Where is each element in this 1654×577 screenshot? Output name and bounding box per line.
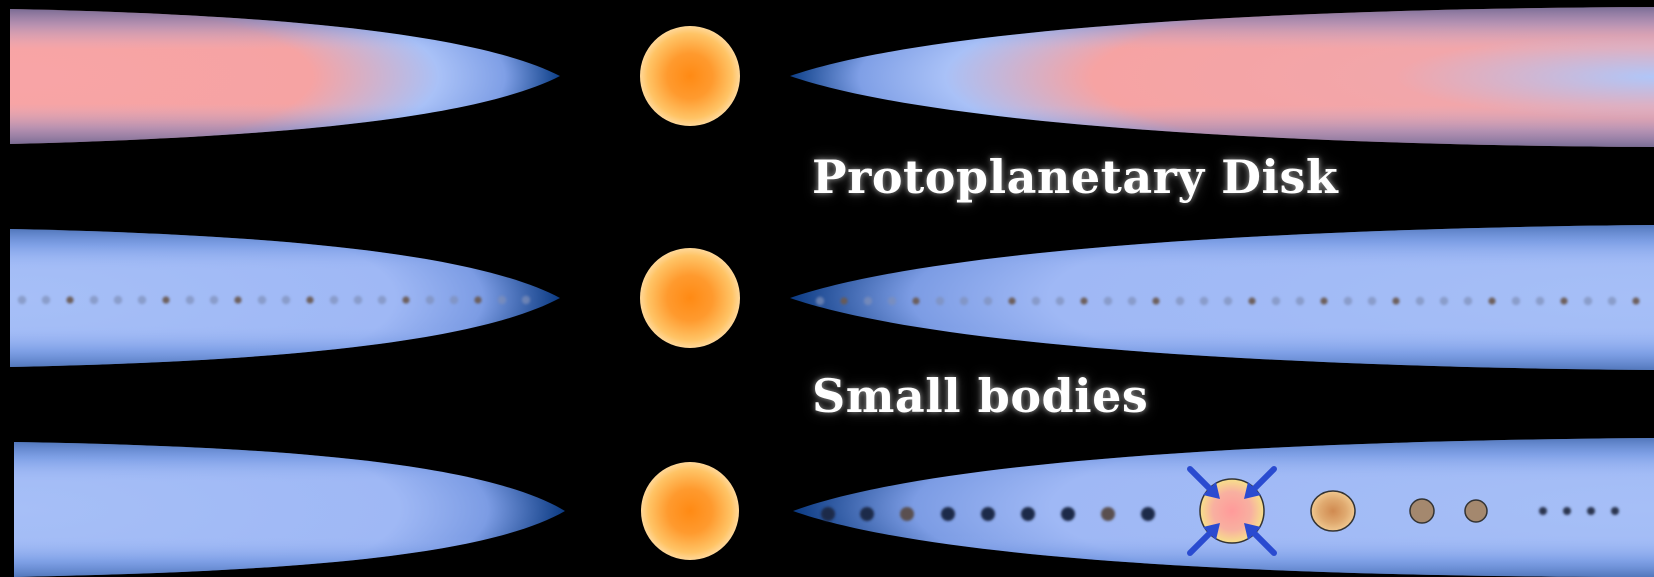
dust-particle bbox=[234, 296, 241, 303]
dust-particles-right bbox=[816, 297, 1640, 305]
dust-particle bbox=[426, 296, 434, 304]
dust-particle bbox=[258, 296, 266, 304]
dust-particle bbox=[1248, 297, 1255, 304]
dust-particle bbox=[474, 296, 481, 303]
dust-particle bbox=[888, 297, 896, 305]
dust-particle bbox=[1536, 297, 1544, 305]
dust-particle bbox=[1152, 297, 1159, 304]
dust-particle bbox=[1416, 297, 1424, 305]
star-icon bbox=[640, 248, 740, 348]
disk-left-3 bbox=[14, 442, 565, 577]
stage-label-small-bodies: Small bodies bbox=[812, 369, 1148, 423]
dust-particle bbox=[1224, 297, 1232, 305]
dust-particle bbox=[186, 296, 194, 304]
dust-particle bbox=[1176, 297, 1184, 305]
dust-particle bbox=[816, 297, 824, 305]
planetesimal bbox=[821, 507, 835, 521]
dust-particle bbox=[960, 297, 968, 305]
dust-particle bbox=[330, 296, 338, 304]
dust-particle bbox=[936, 297, 944, 305]
planetesimal bbox=[1021, 507, 1035, 521]
row-planet-formation bbox=[14, 438, 1654, 577]
stage-label-protoplanetary-disk: Protoplanetary Disk bbox=[812, 150, 1338, 204]
planetesimal bbox=[981, 507, 995, 521]
dust-particle bbox=[1368, 297, 1376, 305]
dust-particle bbox=[1320, 297, 1327, 304]
disk-left-1 bbox=[10, 9, 560, 144]
dust-particle bbox=[1560, 297, 1567, 304]
dust-particle bbox=[1056, 297, 1064, 305]
dust-particle bbox=[1296, 297, 1304, 305]
dust-particle bbox=[1008, 297, 1015, 304]
planet-icon bbox=[1410, 499, 1434, 523]
dust-particle bbox=[1344, 297, 1352, 305]
dust-particle bbox=[66, 296, 73, 303]
dust-particle bbox=[1128, 297, 1136, 305]
dust-particle bbox=[498, 296, 506, 304]
small-body bbox=[1611, 507, 1619, 515]
dust-particle bbox=[1272, 297, 1280, 305]
dust-particle bbox=[1200, 297, 1208, 305]
planetesimal bbox=[941, 507, 955, 521]
dust-particle bbox=[912, 297, 919, 304]
planetesimal bbox=[1101, 507, 1115, 521]
dust-particle bbox=[90, 296, 98, 304]
dust-particle bbox=[840, 297, 847, 304]
star-icon bbox=[640, 26, 740, 126]
dust-particle bbox=[402, 296, 409, 303]
dust-particle bbox=[1464, 297, 1472, 305]
dust-particle bbox=[138, 296, 146, 304]
dust-particle bbox=[210, 296, 218, 304]
planetesimals bbox=[821, 507, 1155, 521]
dust-particle bbox=[984, 297, 992, 305]
dust-particle bbox=[1608, 297, 1616, 305]
dust-particle bbox=[42, 296, 50, 304]
dust-particle bbox=[282, 296, 290, 304]
planet-icon bbox=[1311, 491, 1355, 531]
small-body bbox=[1563, 507, 1571, 515]
dust-particle bbox=[354, 296, 362, 304]
dust-particle bbox=[450, 296, 458, 304]
planetesimal bbox=[1141, 507, 1155, 521]
planet-icon bbox=[1465, 500, 1487, 522]
dust-particle bbox=[1488, 297, 1495, 304]
planetesimal bbox=[1061, 507, 1075, 521]
planetesimal bbox=[860, 507, 874, 521]
row-protoplanetary-disk bbox=[10, 7, 1654, 147]
dust-particle bbox=[1080, 297, 1087, 304]
dust-particle bbox=[1512, 297, 1520, 305]
dust-particle bbox=[1584, 297, 1592, 305]
dust-particle bbox=[18, 296, 26, 304]
dust-particle bbox=[864, 297, 872, 305]
dust-particle bbox=[1392, 297, 1399, 304]
small-body bbox=[1539, 507, 1547, 515]
dust-particle bbox=[1440, 297, 1448, 305]
dust-particle bbox=[522, 296, 530, 304]
dust-particle bbox=[378, 296, 386, 304]
dust-particle bbox=[1632, 297, 1639, 304]
star-icon bbox=[641, 462, 739, 560]
planetesimal bbox=[900, 507, 914, 521]
small-body bbox=[1587, 507, 1595, 515]
dust-particle bbox=[162, 296, 169, 303]
dust-particle bbox=[1032, 297, 1040, 305]
row-small-bodies bbox=[10, 225, 1654, 370]
disk-right-1 bbox=[790, 7, 1654, 147]
dust-particle bbox=[1104, 297, 1112, 305]
disk-right-2 bbox=[790, 225, 1654, 370]
dust-particle bbox=[306, 296, 313, 303]
dust-particle bbox=[114, 296, 122, 304]
